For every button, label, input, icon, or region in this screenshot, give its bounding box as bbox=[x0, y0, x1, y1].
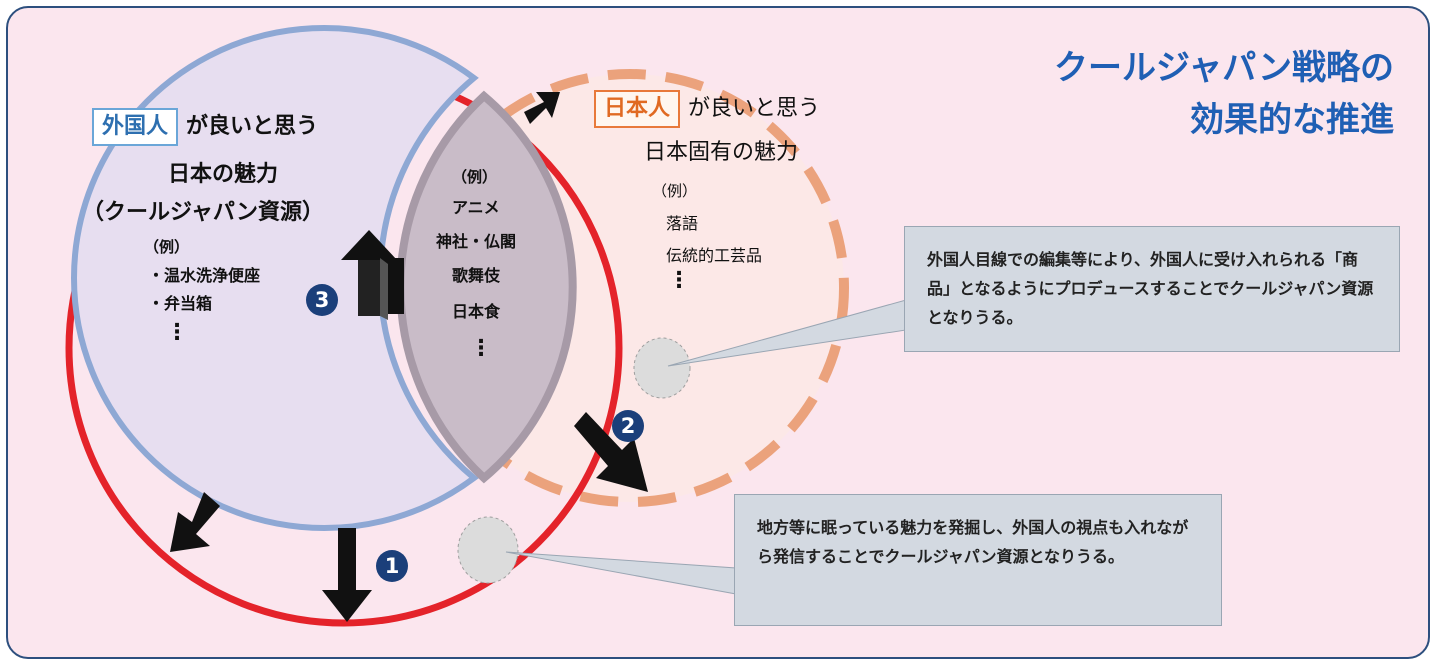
japanese-line-2: 日本固有の魅力 bbox=[644, 140, 799, 165]
foreign-item-1: ・弁当箱 bbox=[148, 294, 213, 313]
arrow-top-right bbox=[524, 92, 560, 124]
foreign-heading-rest: が良いと思う bbox=[186, 114, 319, 139]
japanese-item-1: 伝統的工芸品 bbox=[666, 246, 763, 265]
callout-upper: 外国人目線での編集等により、外国人に受け入れられる「商品」となるようにプロデュー… bbox=[904, 226, 1400, 352]
foreign-line-2: 日本の魅力 bbox=[168, 162, 279, 187]
callout-lower: 地方等に眠っている魅力を発掘し、外国人の視点も入れながら発信することでクールジャ… bbox=[734, 494, 1222, 626]
overlap-item-3: 日本食 bbox=[452, 302, 501, 321]
venn-diagram bbox=[65, 25, 907, 627]
arrow-1-down bbox=[322, 528, 372, 622]
title-line-2: 効果的な推進 bbox=[1190, 100, 1394, 140]
japanese-tag: 日本人 bbox=[594, 90, 681, 128]
badge-3: 3 bbox=[306, 284, 338, 316]
foreign-example-label: （例） bbox=[144, 238, 190, 256]
overlap-item-1: 神社・仏閣 bbox=[436, 232, 517, 251]
diagram-frame: クールジャパン戦略の 効果的な推進 外国人が良いと思う 日本の魅力 （クールジャ… bbox=[6, 6, 1430, 659]
callout-pointer-lower bbox=[505, 551, 737, 595]
potential-resource-circle-lower bbox=[457, 516, 519, 584]
overlap-region bbox=[396, 90, 577, 484]
japanese-example-label: （例） bbox=[652, 182, 698, 200]
potential-resource-circle-upper bbox=[633, 337, 691, 399]
overlap-ellipsis: ⋮ bbox=[470, 336, 492, 361]
japanese-heading-rest: が良いと思う bbox=[688, 96, 821, 121]
foreign-heading: 外国人が良いと思う bbox=[92, 108, 318, 146]
japanese-ellipsis: ⋮ bbox=[668, 268, 690, 293]
arrow-2-down-right bbox=[574, 412, 648, 492]
arrow-3-up bbox=[341, 230, 404, 320]
foreign-item-0: ・温水洗浄便座 bbox=[148, 266, 261, 285]
arrow-1-down-left bbox=[170, 492, 220, 552]
foreign-ellipsis: ⋮ bbox=[166, 320, 188, 345]
title-line-1: クールジャパン戦略の bbox=[1054, 48, 1394, 88]
badge-1: 1 bbox=[376, 550, 408, 582]
foreign-line-3: （クールジャパン資源） bbox=[82, 200, 325, 225]
overlap-item-2: 歌舞伎 bbox=[452, 266, 501, 285]
japanese-item-0: 落語 bbox=[666, 214, 699, 233]
foreign-tag: 外国人 bbox=[92, 108, 179, 146]
japanese-heading: 日本人が良いと思う bbox=[594, 90, 820, 128]
badge-2: 2 bbox=[612, 410, 644, 442]
overlap-example-label: （例） bbox=[452, 168, 498, 186]
page-title: クールジャパン戦略の 効果的な推進 bbox=[1054, 42, 1394, 146]
overlap-item-0: アニメ bbox=[452, 198, 500, 217]
